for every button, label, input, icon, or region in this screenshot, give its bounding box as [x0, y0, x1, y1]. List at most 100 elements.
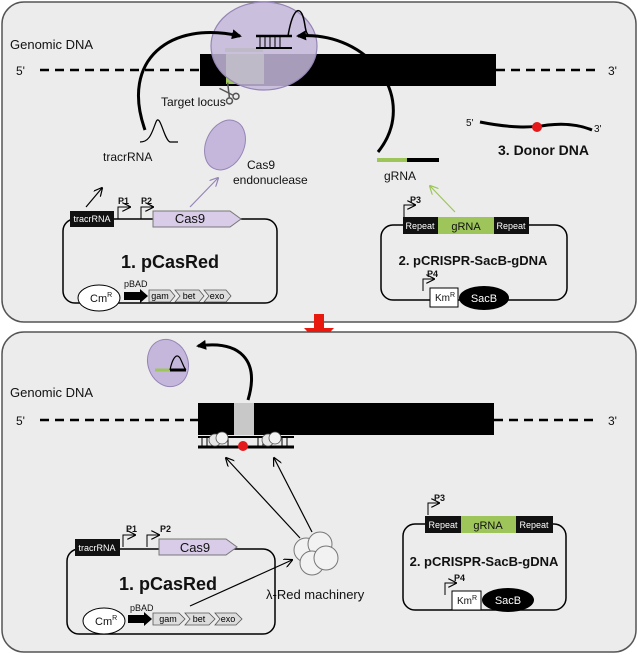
promoter-p3-label: P3 — [410, 195, 421, 205]
promoter-p2-arrow — [140, 207, 153, 219]
cas9-release-arrow — [196, 339, 253, 401]
sacb-gene-ellipse-bottom — [482, 588, 534, 612]
cas9-complex-ellipse — [210, 1, 318, 91]
genomic-dna-label-bottom: Genomic DNA — [10, 385, 93, 400]
red-to-left-arrow — [226, 458, 301, 539]
promoter-p4-label: P4 — [427, 269, 438, 279]
bet-protein-left — [208, 431, 229, 447]
exo-gene-box-bottom — [214, 612, 243, 626]
pbad-label: pBAD — [124, 279, 148, 289]
grna-guide-segment — [377, 158, 407, 162]
bottom-panel: Genomic DNA 5' 3' — [1, 331, 637, 653]
bet-gene-box — [174, 289, 205, 303]
tracrrna-label: tracrRNA — [103, 150, 152, 164]
tracrrna-gene-label-bottom: tracrRNA — [78, 543, 115, 553]
promoter-p4-arrow — [422, 279, 434, 291]
grna-dna-ladder — [256, 9, 311, 49]
scissors-icon — [219, 82, 240, 105]
tracrrna-squiggle — [139, 119, 178, 143]
promoter-p2-arrow-bottom — [146, 535, 159, 547]
promoter-p2-label: P2 — [141, 196, 152, 206]
cas9-gene-label: Cas9 — [175, 211, 205, 226]
grna-expression-arrow — [430, 186, 456, 213]
cmr-label: CmR — [90, 292, 112, 305]
plasmid1-title-bottom: 1. pCasRed — [119, 574, 217, 594]
donor-3prime: 3' — [594, 124, 602, 135]
repeat-left-label-bottom: Repeat — [428, 520, 458, 530]
plasmid-pcrispr-top: P3 Repeat gRNA Repeat 2. pCRISPR-SacB-gD… — [380, 195, 568, 310]
cmr-label-bottom: CmR — [95, 615, 117, 628]
grna-spacer-box-bottom — [461, 516, 516, 533]
gam-gene-box-bottom — [152, 612, 186, 626]
bet-label: bet — [183, 291, 196, 301]
plasmid-pcrispr-bottom: P3 Repeat gRNA Repeat 2. pCRISPR-SacB-gD… — [402, 493, 567, 612]
promoter-p1-label-bottom: P1 — [126, 524, 137, 534]
promoter-p3-label-bottom: P3 — [434, 493, 445, 503]
tracrrna-to-complex-arrow — [137, 29, 242, 131]
donor-dna-strand — [479, 120, 593, 132]
edited-region-patch — [234, 403, 254, 435]
released-grna — [155, 355, 187, 372]
tracrrna-gene-box-bottom — [75, 539, 120, 556]
grna-scaffold-segment — [407, 158, 439, 162]
promoter-p1-label: P1 — [118, 196, 129, 206]
tracrrna-gene-label: tracrRNA — [73, 214, 110, 224]
promoter-p3-arrow — [403, 205, 415, 217]
bet-gene-box-bottom — [184, 612, 216, 626]
kmr-label: KmR — [435, 292, 455, 304]
gam-label-bottom: gam — [159, 614, 177, 624]
sacb-label-bottom: SacB — [495, 595, 521, 607]
repeat-right-label-bottom: Repeat — [519, 520, 549, 530]
edited-mutation-dot — [238, 441, 248, 451]
pbad-label-bottom: pBAD — [130, 603, 154, 613]
promoter-p1-arrow — [117, 207, 130, 219]
donor-dna-title: 3. Donor DNA — [498, 142, 589, 158]
repeat-left-box-bottom — [425, 516, 461, 533]
three-prime-label: 3' — [608, 64, 617, 78]
cas9-gene-label-bottom: Cas9 — [180, 540, 210, 555]
top-panel-background — [1, 1, 637, 323]
plasmid2-title: 2. pCRISPR-SacB-gDNA — [399, 253, 548, 268]
pbad-promoter-arrow — [124, 289, 148, 303]
plasmid1-title: 1. pCasRed — [121, 252, 219, 272]
five-prime-label: 5' — [16, 64, 25, 78]
repeat-right-box-bottom — [516, 516, 553, 533]
promoter-p4-label-bottom: P4 — [454, 573, 465, 583]
bottom-panel-background — [1, 331, 637, 653]
lambda-red-machinery-icon — [293, 531, 339, 576]
bet-label-bottom: bet — [193, 614, 206, 624]
promoter-p2-label-bottom: P2 — [160, 524, 171, 534]
repeat-right-label: Repeat — [496, 221, 526, 231]
exo-gene-box — [203, 289, 232, 303]
cas9-expression-arrow — [189, 178, 218, 208]
cas9-gene-box-bottom — [158, 538, 238, 556]
pbad-promoter-arrow-bottom — [128, 612, 152, 626]
repeat-left-box — [403, 217, 438, 234]
grna-spacer-label-bottom: gRNA — [473, 520, 503, 532]
sacb-label: SacB — [471, 293, 497, 305]
cas9-gene-box — [152, 210, 242, 228]
lambda-red-label: λ-Red machinery — [266, 587, 365, 602]
transition-red-arrow — [304, 314, 334, 344]
kmr-label-bottom: KmR — [457, 595, 477, 607]
repeat-right-box — [494, 217, 529, 234]
donor-mutation-dot — [532, 122, 542, 132]
cas9-label: Cas9 — [247, 158, 275, 172]
cas9-endonuclease-ellipse — [204, 119, 246, 171]
gam-label: gam — [151, 291, 169, 301]
repeat-left-label: Repeat — [405, 221, 435, 231]
exo-label: exo — [210, 291, 225, 301]
three-prime-label-bottom: 3' — [608, 414, 617, 428]
released-cas9-complex — [146, 338, 190, 388]
tracr-expression-arrow — [85, 188, 102, 208]
plasmid-pcasred-top: tracrRNA P1 P2 Cas9 1. pCasRed CmR pBAD … — [62, 196, 278, 312]
grna-label: gRNA — [384, 169, 416, 183]
plasmid-pcasred-bottom: tracrRNA P1 P2 Cas9 1. pCasRed CmR pBAD … — [66, 524, 276, 635]
promoter-p3-arrow-bottom — [427, 503, 439, 515]
red-to-right-arrow — [274, 458, 313, 533]
cmr-gene-ellipse — [77, 284, 121, 312]
endonuclease-label: endonuclease — [233, 173, 308, 187]
top-panel: Genomic DNA 5' 3' Target l — [1, 1, 637, 323]
target-locus-label: Target locus — [161, 95, 226, 109]
